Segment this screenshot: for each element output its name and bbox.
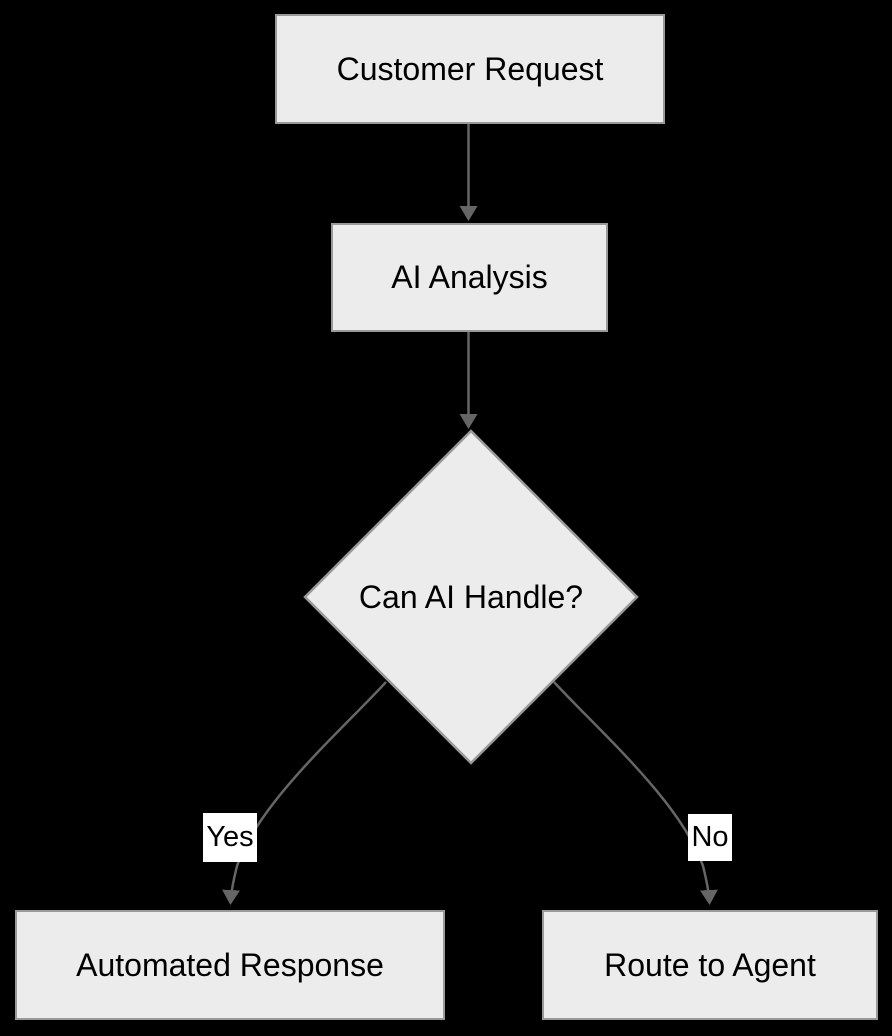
node-automated-response: Automated Response bbox=[15, 910, 445, 1020]
node-route-to-agent: Route to Agent bbox=[542, 910, 878, 1020]
node-ai-analysis: AI Analysis bbox=[331, 223, 608, 332]
decision-diamond-shape bbox=[303, 429, 639, 765]
edge-label-yes-text: Yes bbox=[206, 821, 254, 853]
edge-label-yes: Yes bbox=[203, 813, 257, 862]
node-automated-response-label: Automated Response bbox=[76, 946, 384, 983]
node-customer-request-label: Customer Request bbox=[336, 50, 604, 87]
edge-label-no-text: No bbox=[691, 821, 729, 853]
edge-decision-to-route-to-agent bbox=[553, 681, 718, 905]
node-ai-analysis-label: AI Analysis bbox=[391, 259, 548, 296]
edge-label-no: No bbox=[688, 814, 732, 861]
edge-decision-to-automated-response bbox=[222, 681, 387, 905]
node-route-to-agent-label: Route to Agent bbox=[604, 946, 816, 983]
node-customer-request: Customer Request bbox=[275, 14, 665, 124]
